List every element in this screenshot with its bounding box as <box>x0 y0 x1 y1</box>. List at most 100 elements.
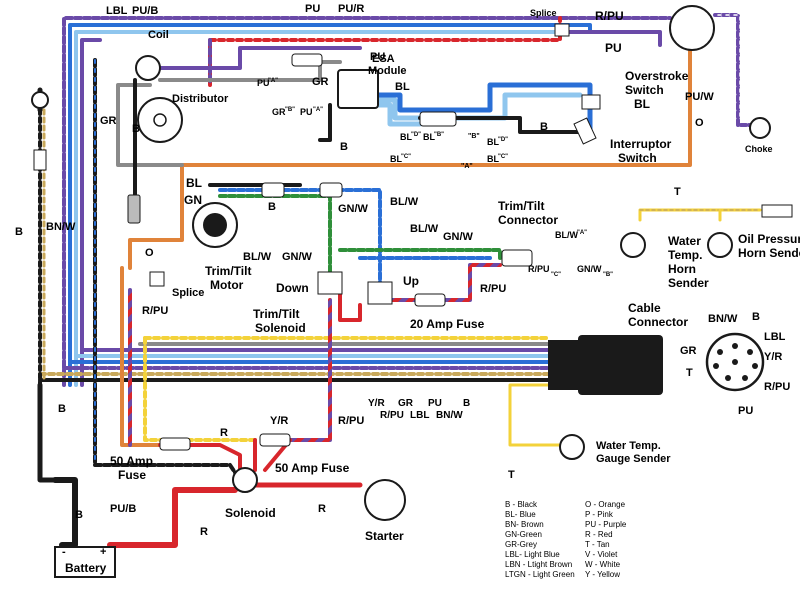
overstroke-switch-symbol <box>581 94 601 110</box>
connector-pin-label: T <box>686 367 693 379</box>
label-overstroke-2: Switch <box>625 83 664 97</box>
wire-label: T <box>674 186 681 198</box>
pin-label: "A" <box>461 163 473 170</box>
label-horn-sender-1: Water <box>668 234 701 248</box>
pin-label: "B" <box>285 107 295 113</box>
fuse-50a-right-symbol <box>259 433 291 447</box>
label-gauge-sender-1: Water Temp. <box>596 440 661 452</box>
wire-label: PU <box>428 398 442 409</box>
wire-label: PU/R <box>338 3 364 15</box>
legend-item: W - White <box>585 560 621 569</box>
legend-item: V - Violet <box>585 550 618 559</box>
pin-labels: PU "A" GR "B" PU "A" BL "D" BL "B" BL "C… <box>257 78 613 278</box>
label-trim-solenoid-1: Trim/Tilt <box>253 307 299 321</box>
wire-label: R/PU <box>595 9 624 23</box>
wire-label: LBL <box>410 410 429 421</box>
pin-label: BL <box>487 137 499 147</box>
wire-label: R <box>200 526 208 538</box>
pin-label: "A" <box>577 230 587 236</box>
label-choke: Choke <box>745 144 773 154</box>
wire-label: Y/R <box>270 415 288 427</box>
alternator-symbol <box>669 5 715 51</box>
choke-symbol <box>749 117 771 139</box>
label-esa-1: ESA <box>372 53 395 65</box>
label-horn-sender-4: Sender <box>668 276 709 290</box>
label-trim-motor-2: Motor <box>210 278 244 292</box>
connector-pin-label: PU <box>738 405 753 417</box>
wire-label: BL/W <box>390 196 419 208</box>
label-fuse-50a-right: 50 Amp Fuse <box>275 461 350 475</box>
interruptor-switch-symbol <box>573 117 597 145</box>
connector-pin-label: BN/W <box>708 313 738 325</box>
trim-connector-symbol <box>501 249 533 267</box>
label-interruptor-1: Interruptor <box>610 137 672 151</box>
wire-label: B <box>75 509 83 521</box>
label-solenoid: Solenoid <box>225 506 276 520</box>
label-battery: Battery <box>65 561 107 575</box>
label-horn-sender-3: Horn <box>668 262 696 276</box>
components <box>31 5 793 578</box>
label-trim-connector-1: Trim/Tilt <box>498 199 544 213</box>
label-oil-sender-2: Horn Sender <box>738 246 800 260</box>
pin-label: "C" <box>498 154 508 160</box>
splice-mid-symbol <box>149 271 165 287</box>
legend-item: LTGN - Light Green <box>505 570 575 579</box>
wire-label: GN/W <box>443 231 474 243</box>
pin-label: "B" <box>434 132 444 138</box>
pin-label: "A" <box>268 78 278 84</box>
wire-label: LBL <box>106 5 128 17</box>
wire-label: GN/W <box>338 203 369 215</box>
label-up: Up <box>403 274 419 288</box>
wire-label: B <box>340 141 348 153</box>
wire-label: BL <box>395 81 410 93</box>
label-trim-connector-2: Connector <box>498 213 558 227</box>
wire-labels: LBL PU/B PU PU/R R/PU PU PU/W PU GR GR B… <box>15 3 714 538</box>
wire-label: R/PU <box>142 305 168 317</box>
pin-label: BL <box>390 154 402 164</box>
wire-label: R/PU <box>480 283 506 295</box>
wire-label: Y/R <box>368 398 385 409</box>
wire-label: GR <box>100 115 117 127</box>
pin-label: "C" <box>401 154 411 160</box>
wire-label: B <box>268 201 276 213</box>
cable-connector-plug <box>548 340 578 390</box>
label-interruptor-2: Switch <box>618 151 657 165</box>
pin-label: PU <box>300 107 313 117</box>
pin-label: "B" <box>603 272 613 278</box>
label-fuse-50a-left-2: Fuse <box>118 468 146 482</box>
wire-label: B <box>132 123 140 135</box>
wire-label: R/PU <box>338 415 364 427</box>
main-solenoid-symbol <box>232 467 258 493</box>
fuse-20a-symbol <box>414 293 446 307</box>
water-temp-horn-sender-symbol <box>620 232 646 258</box>
wire-label: PU/B <box>110 503 136 515</box>
wire-label: R <box>220 427 228 439</box>
legend-item: GR-Grey <box>505 540 537 549</box>
label-trim-solenoid-2: Solenoid <box>255 321 306 335</box>
wire-label: B <box>15 226 23 238</box>
cable-connector-body <box>578 335 663 395</box>
water-temp-gauge-sender-symbol <box>559 434 585 460</box>
legend-item: R - Red <box>585 530 613 539</box>
wire-label: BN/W <box>46 221 76 233</box>
up-solenoid-symbol <box>367 281 393 305</box>
wire-label: R/PU <box>380 410 404 421</box>
legend-item: Y - Yellow <box>585 570 620 579</box>
pin-label: GN/W <box>577 264 602 274</box>
color-legend: B - Black BL- Blue BN- Brown GN-Green GR… <box>505 500 627 579</box>
label-fuse-20a: 20 Amp Fuse <box>410 317 485 331</box>
wire-label: T <box>508 469 515 481</box>
wire-label: BL/W <box>243 251 272 263</box>
wire-label: BL/W <box>410 223 439 235</box>
esa-module-symbol <box>337 69 379 109</box>
legend-item: LBL- Light Blue <box>505 550 560 559</box>
pin-label: R/PU <box>528 264 550 274</box>
connector-pin-label: R/PU <box>764 381 790 393</box>
legend-item: LBN - Ltight Brown <box>505 560 572 569</box>
label-coil: Coil <box>148 29 169 41</box>
wire-label: R <box>318 503 326 515</box>
wire-label: PU <box>605 41 622 55</box>
down-solenoid-symbol <box>317 271 343 295</box>
